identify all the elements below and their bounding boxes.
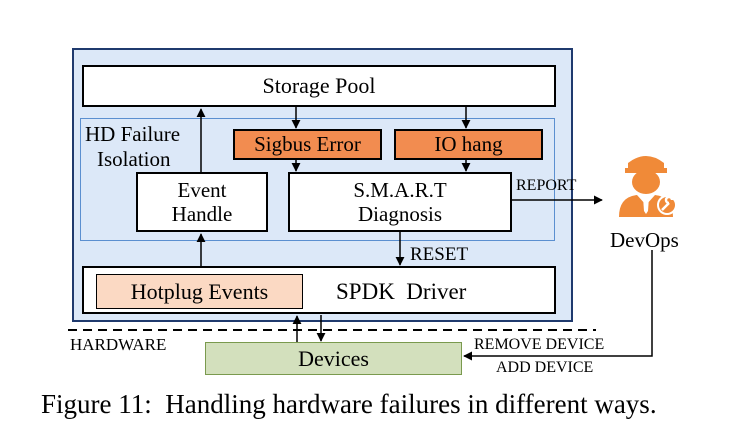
hotplug-events-label: Hotplug Events bbox=[130, 278, 269, 304]
storage-pool-label: Storage Pool bbox=[262, 73, 376, 98]
spdk-driver-label: SPDK Driver bbox=[336, 279, 467, 304]
hd-failure-isolation-region bbox=[80, 118, 555, 241]
devices-label: Devices bbox=[298, 345, 369, 371]
add-device-label: ADD DEVICE bbox=[496, 359, 594, 376]
report-label: REPORT bbox=[516, 177, 577, 194]
hotplug-events-box: Hotplug Events bbox=[96, 274, 303, 309]
remove-device-label: REMOVE DEVICE bbox=[474, 336, 605, 353]
devops-label: DevOps bbox=[610, 228, 679, 252]
smart-line2: Diagnosis bbox=[358, 202, 442, 226]
sigbus-error-label: Sigbus Error bbox=[254, 132, 361, 156]
smart-line1: S.M.A.R.T bbox=[353, 177, 447, 202]
event-handle-line1: Event bbox=[177, 177, 227, 202]
io-hang-label: IO hang bbox=[434, 132, 503, 156]
sigbus-error-box: Sigbus Error bbox=[233, 129, 382, 160]
storage-pool-box: Storage Pool bbox=[82, 65, 556, 107]
event-handle-line2: Handle bbox=[171, 202, 233, 226]
reset-label: RESET bbox=[410, 244, 469, 265]
arrow-devops-to-devices bbox=[463, 250, 653, 361]
devops-engineer-icon bbox=[607, 145, 685, 223]
isolation-label-line1: HD Failure bbox=[85, 122, 181, 146]
isolation-label-line2: Isolation bbox=[97, 147, 171, 171]
event-handle-box: Event Handle bbox=[136, 172, 268, 232]
figure-caption: Figure 11: Handling hardware failures in… bbox=[41, 389, 657, 419]
hardware-label: HARDWARE bbox=[70, 335, 167, 354]
smart-diagnosis-box: S.M.A.R.T Diagnosis bbox=[288, 172, 512, 232]
devices-box: Devices bbox=[205, 342, 462, 375]
io-hang-box: IO hang bbox=[394, 129, 543, 160]
